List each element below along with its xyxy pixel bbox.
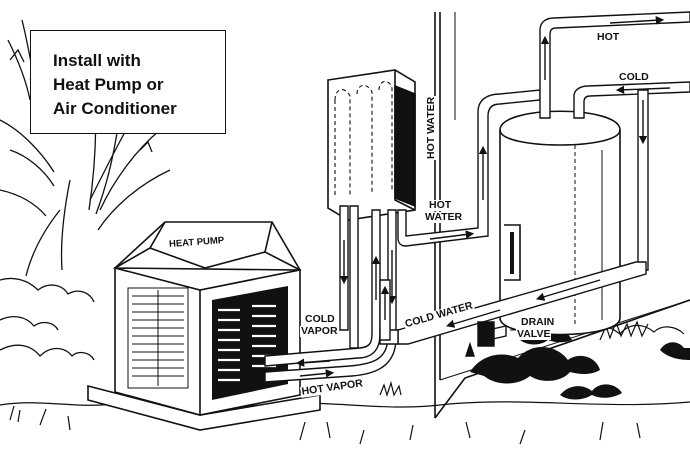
install-note-box: Install with Heat Pump or Air Conditione… xyxy=(30,30,226,134)
label-cold-vapor-bottom: VAPOR xyxy=(300,325,339,337)
heat-exchanger-box xyxy=(327,69,416,221)
drain-valve xyxy=(465,321,507,357)
label-cold-vapor-top: COLD xyxy=(304,313,336,325)
label-hot-water-vertical: HOT WATER xyxy=(425,95,437,160)
label-hot: HOT xyxy=(596,31,621,43)
install-note-line-3: Air Conditioner xyxy=(53,99,177,118)
refrigerant-pipes xyxy=(264,205,397,383)
water-pipes xyxy=(379,11,690,345)
heat-pump-unit xyxy=(87,221,321,431)
label-hot-water-bottom: WATER xyxy=(424,211,464,223)
label-cold: COLD xyxy=(618,71,650,83)
label-drain-valve-bottom: VALVE xyxy=(516,328,552,340)
label-drain-valve-top: DRAIN xyxy=(520,316,556,328)
refrigerant-flow-arrows xyxy=(295,240,397,378)
install-note-line-2: Heat Pump or xyxy=(53,75,164,94)
label-hot-water-top: HOT xyxy=(428,199,453,211)
install-note-line-1: Install with xyxy=(53,51,141,70)
water-flow-arrows xyxy=(380,16,671,328)
